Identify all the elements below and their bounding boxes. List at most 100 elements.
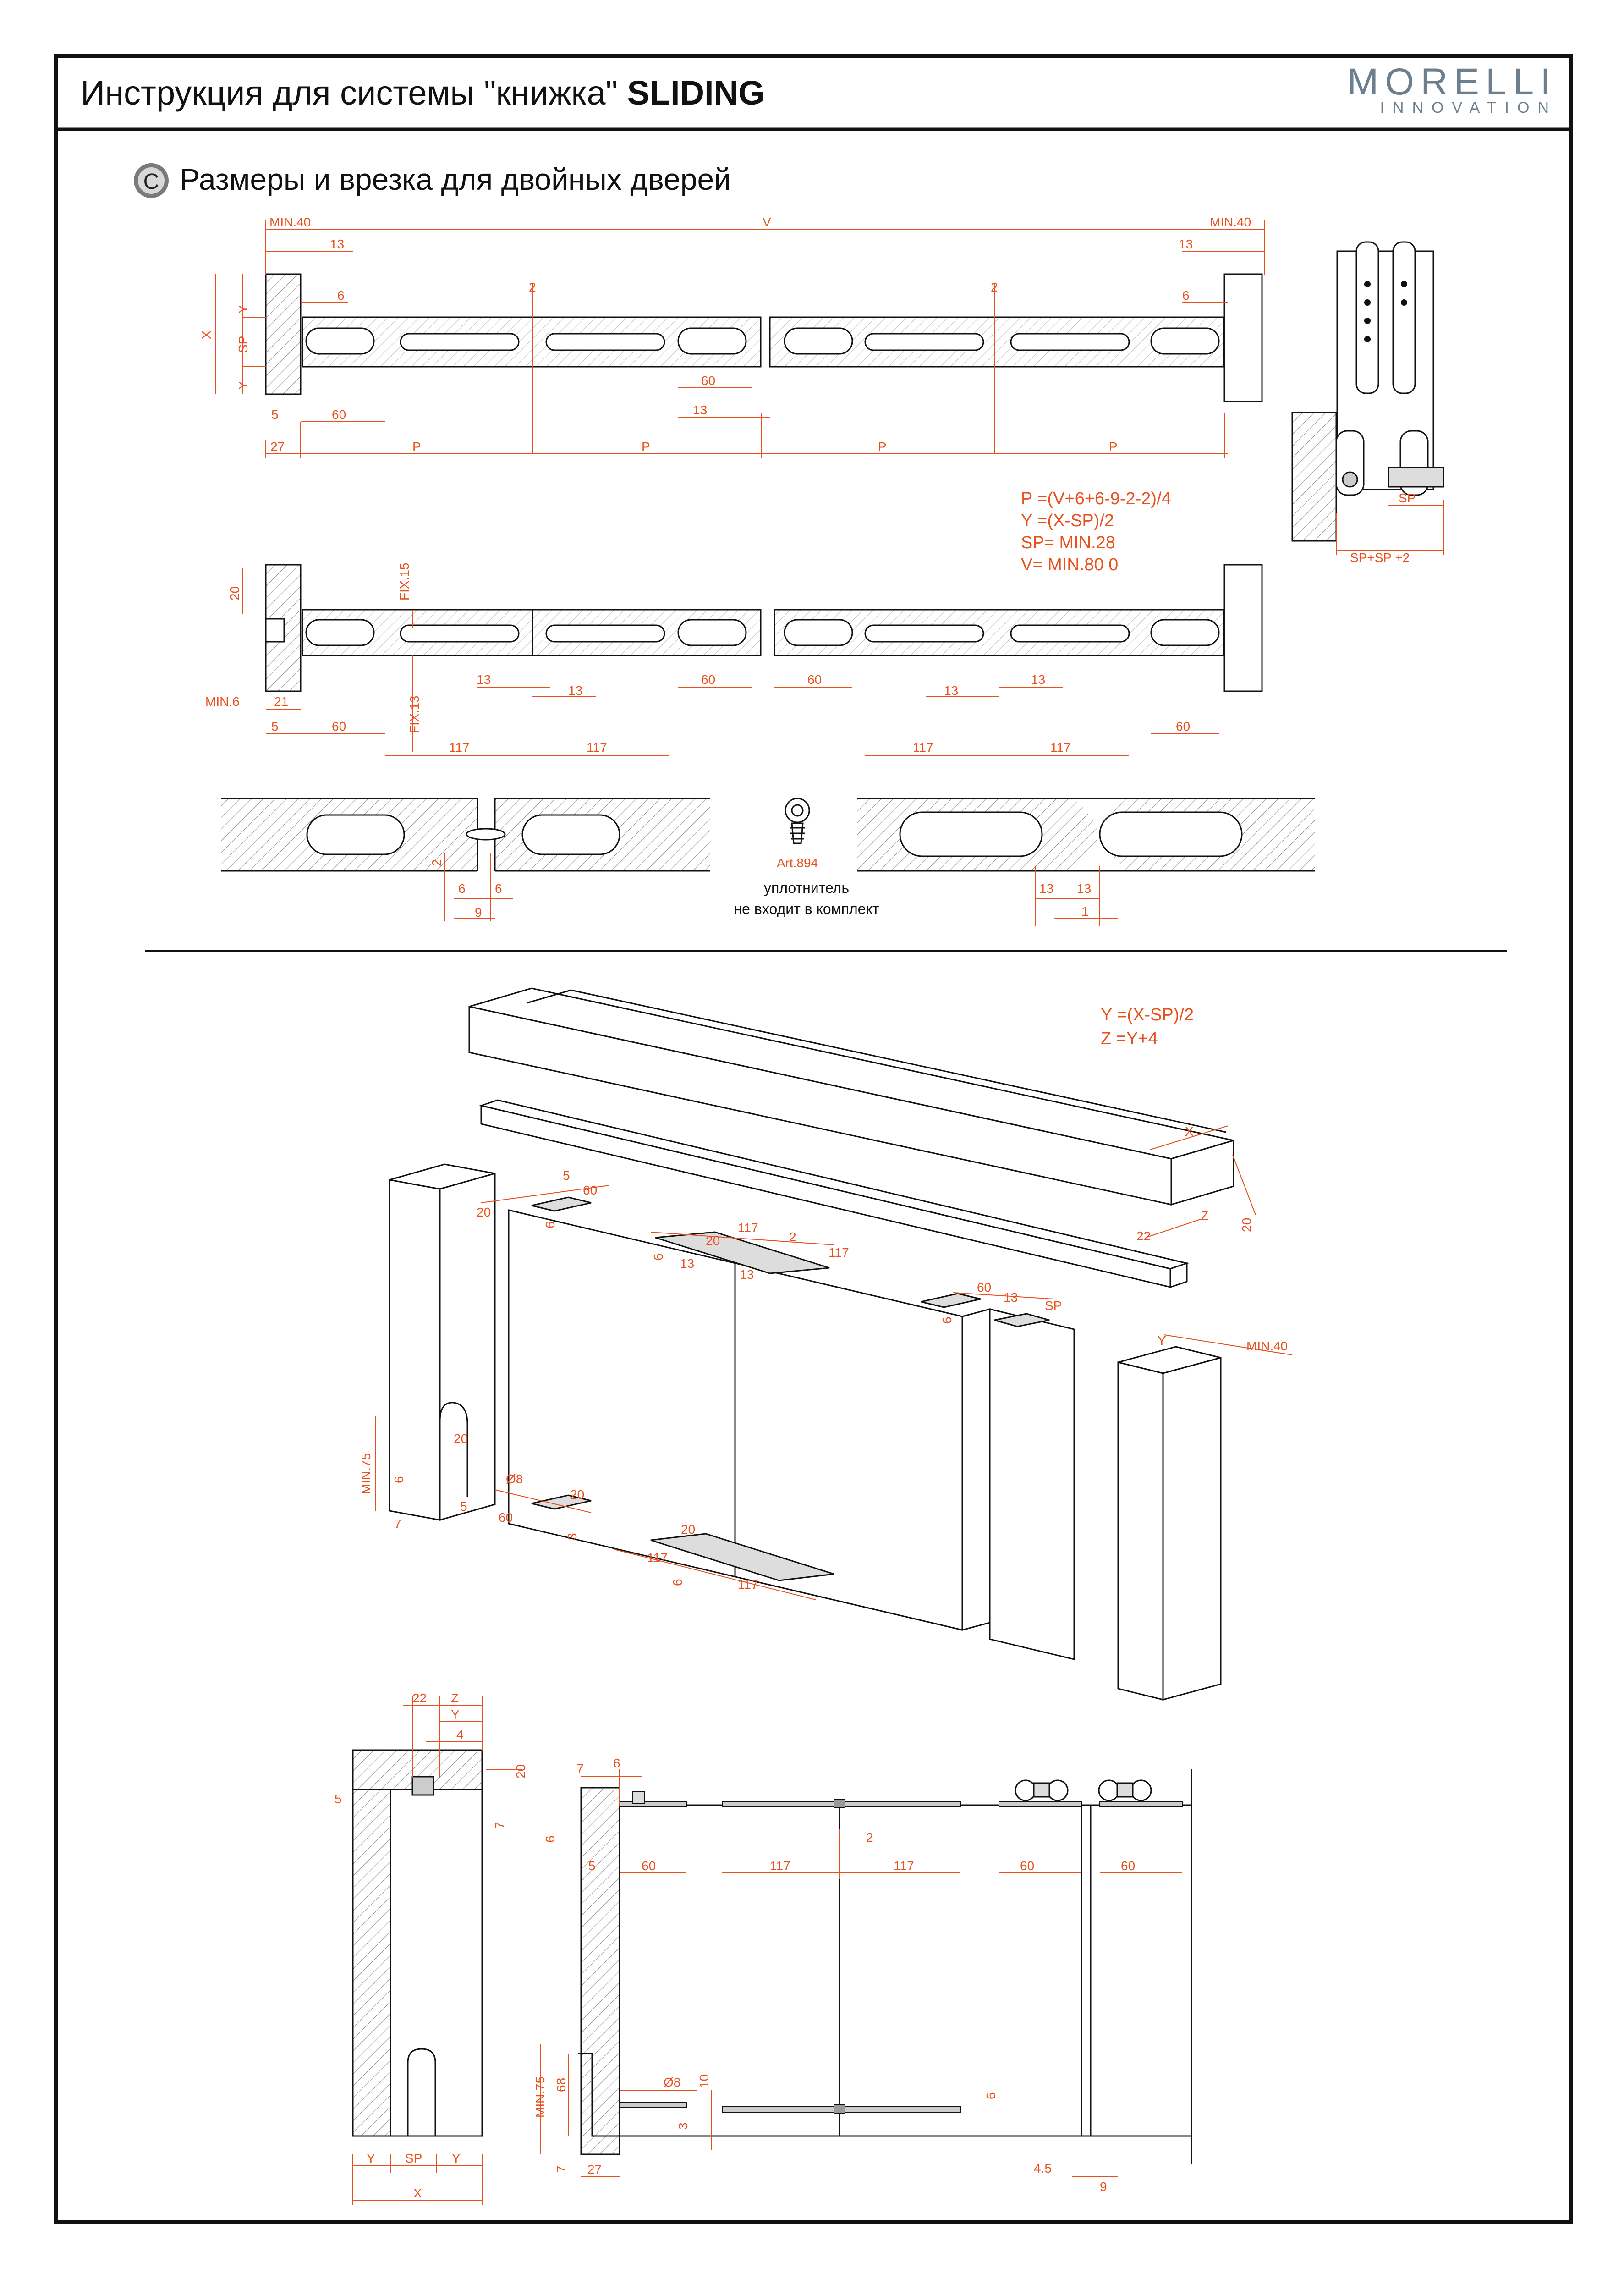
svg-text:117: 117	[587, 740, 607, 754]
svg-text:FIX.15: FIX.15	[397, 563, 411, 600]
svg-text:13: 13	[330, 237, 344, 251]
svg-text:V: V	[763, 215, 771, 229]
svg-text:117: 117	[770, 1859, 790, 1873]
svg-text:X: X	[199, 330, 214, 339]
svg-text:6: 6	[613, 1756, 620, 1770]
svg-text:20: 20	[454, 1432, 468, 1446]
svg-text:4: 4	[456, 1728, 464, 1742]
svg-text:MIN.40: MIN.40	[1210, 215, 1251, 229]
svg-text:MIN.6: MIN.6	[205, 694, 240, 709]
svg-text:2: 2	[529, 280, 536, 294]
svg-text:20: 20	[514, 1764, 528, 1778]
svg-text:117: 117	[738, 1577, 758, 1591]
morelli-logo: MORELLI INNOVATION	[1347, 61, 1557, 116]
svg-text:9: 9	[1100, 2180, 1107, 2194]
svg-text:13: 13	[477, 672, 491, 687]
svg-text:117: 117	[913, 740, 933, 754]
svg-text:C: C	[143, 170, 159, 194]
svg-text:60: 60	[977, 1280, 991, 1294]
front-view: 7 6 6 5 60 117 2 117 60 60 Ø8 10 3 6 4.5…	[533, 1756, 1192, 2194]
svg-text:7: 7	[554, 2165, 568, 2173]
svg-text:MIN.40: MIN.40	[269, 215, 311, 229]
isometric-view	[389, 987, 1234, 1701]
svg-text:60: 60	[1020, 1859, 1034, 1873]
svg-text:6: 6	[670, 1579, 685, 1586]
svg-text:5: 5	[335, 1792, 342, 1806]
svg-text:117: 117	[894, 1859, 914, 1873]
svg-text:60: 60	[701, 672, 715, 687]
svg-text:6: 6	[495, 881, 502, 896]
svg-text:Art.894: Art.894	[777, 856, 818, 870]
section-title: Размеры и врезка для двойных дверей	[180, 162, 731, 196]
svg-text:SP+SP +2: SP+SP +2	[1350, 551, 1410, 565]
svg-text:P: P	[642, 440, 650, 454]
isometric-dimensions: X 22 Z 20 5 60 20 6 117 20 2 117 6 13 13…	[359, 1124, 1293, 1600]
svg-text:5: 5	[460, 1499, 467, 1514]
svg-text:6: 6	[337, 288, 345, 303]
svg-text:9: 9	[475, 905, 482, 920]
svg-text:13: 13	[740, 1267, 754, 1282]
page-title: Инструкция для системы "книжка" SLIDING	[81, 74, 765, 112]
svg-text:2: 2	[429, 859, 444, 866]
svg-text:6: 6	[940, 1316, 954, 1324]
svg-text:60: 60	[332, 719, 346, 733]
svg-text:13: 13	[1039, 881, 1053, 896]
svg-text:V= MIN.80 0: V= MIN.80 0	[1021, 555, 1118, 574]
svg-text:Ø8: Ø8	[664, 2075, 680, 2089]
svg-text:Y: Y	[367, 2151, 375, 2165]
svg-text:117: 117	[647, 1551, 668, 1565]
svg-text:6: 6	[984, 2092, 998, 2099]
svg-text:MIN.75: MIN.75	[533, 2076, 547, 2118]
svg-text:60: 60	[583, 1183, 597, 1197]
svg-text:Y: Y	[452, 2151, 461, 2165]
svg-text:3: 3	[676, 2122, 690, 2130]
svg-text:13: 13	[568, 683, 582, 698]
svg-text:2: 2	[866, 1830, 873, 1845]
svg-text:X: X	[413, 2186, 422, 2200]
svg-text:20: 20	[570, 1487, 584, 1502]
svg-text:20: 20	[706, 1233, 720, 1248]
svg-text:Z: Z	[1201, 1209, 1208, 1223]
svg-text:P: P	[878, 440, 887, 454]
svg-text:6: 6	[392, 1476, 406, 1483]
svg-text:117: 117	[828, 1245, 849, 1260]
svg-text:не входит в комплект: не входит в комплект	[734, 901, 879, 917]
svg-text:6: 6	[651, 1253, 665, 1261]
svg-text:6: 6	[543, 1835, 557, 1843]
svg-text:60: 60	[1176, 719, 1190, 733]
svg-text:60: 60	[1121, 1859, 1135, 1873]
svg-text:Y: Y	[451, 1707, 460, 1722]
svg-text:5: 5	[563, 1168, 570, 1183]
svg-text:60: 60	[499, 1510, 513, 1525]
svg-text:Z: Z	[451, 1691, 459, 1705]
svg-text:3: 3	[565, 1533, 579, 1540]
section-badge: C	[134, 163, 169, 198]
svg-text:INNOVATION: INNOVATION	[1380, 99, 1557, 116]
svg-text:21: 21	[274, 694, 288, 709]
hinge-side-detail: SP SP+SP +2	[1291, 241, 1444, 565]
svg-text:FIX.13: FIX.13	[407, 696, 422, 733]
svg-text:13: 13	[1004, 1290, 1018, 1305]
svg-text:27: 27	[587, 2162, 602, 2176]
svg-text:13: 13	[680, 1256, 694, 1271]
svg-text:Ø8: Ø8	[506, 1472, 523, 1486]
svg-text:7: 7	[493, 1822, 507, 1829]
svg-text:4.5: 4.5	[1034, 2161, 1052, 2175]
svg-text:SP= MIN.28: SP= MIN.28	[1021, 533, 1115, 552]
svg-text:5: 5	[271, 407, 279, 422]
svg-text:7: 7	[576, 1762, 584, 1776]
svg-text:10: 10	[697, 2074, 711, 2088]
svg-text:7: 7	[394, 1517, 401, 1531]
svg-text:6: 6	[543, 1221, 557, 1228]
svg-text:MIN.40: MIN.40	[1246, 1339, 1288, 1353]
svg-text:27: 27	[270, 440, 285, 454]
svg-text:Y: Y	[236, 381, 250, 390]
svg-text:13: 13	[1031, 672, 1045, 687]
seal-detail: Art.894 уплотнитель не входит в комплект…	[221, 798, 1315, 926]
svg-text:6: 6	[458, 881, 466, 896]
svg-text:уплотнитель: уплотнитель	[764, 880, 849, 896]
svg-text:60: 60	[701, 374, 715, 388]
svg-text:SP: SP	[236, 336, 250, 353]
svg-text:22: 22	[1136, 1229, 1151, 1243]
